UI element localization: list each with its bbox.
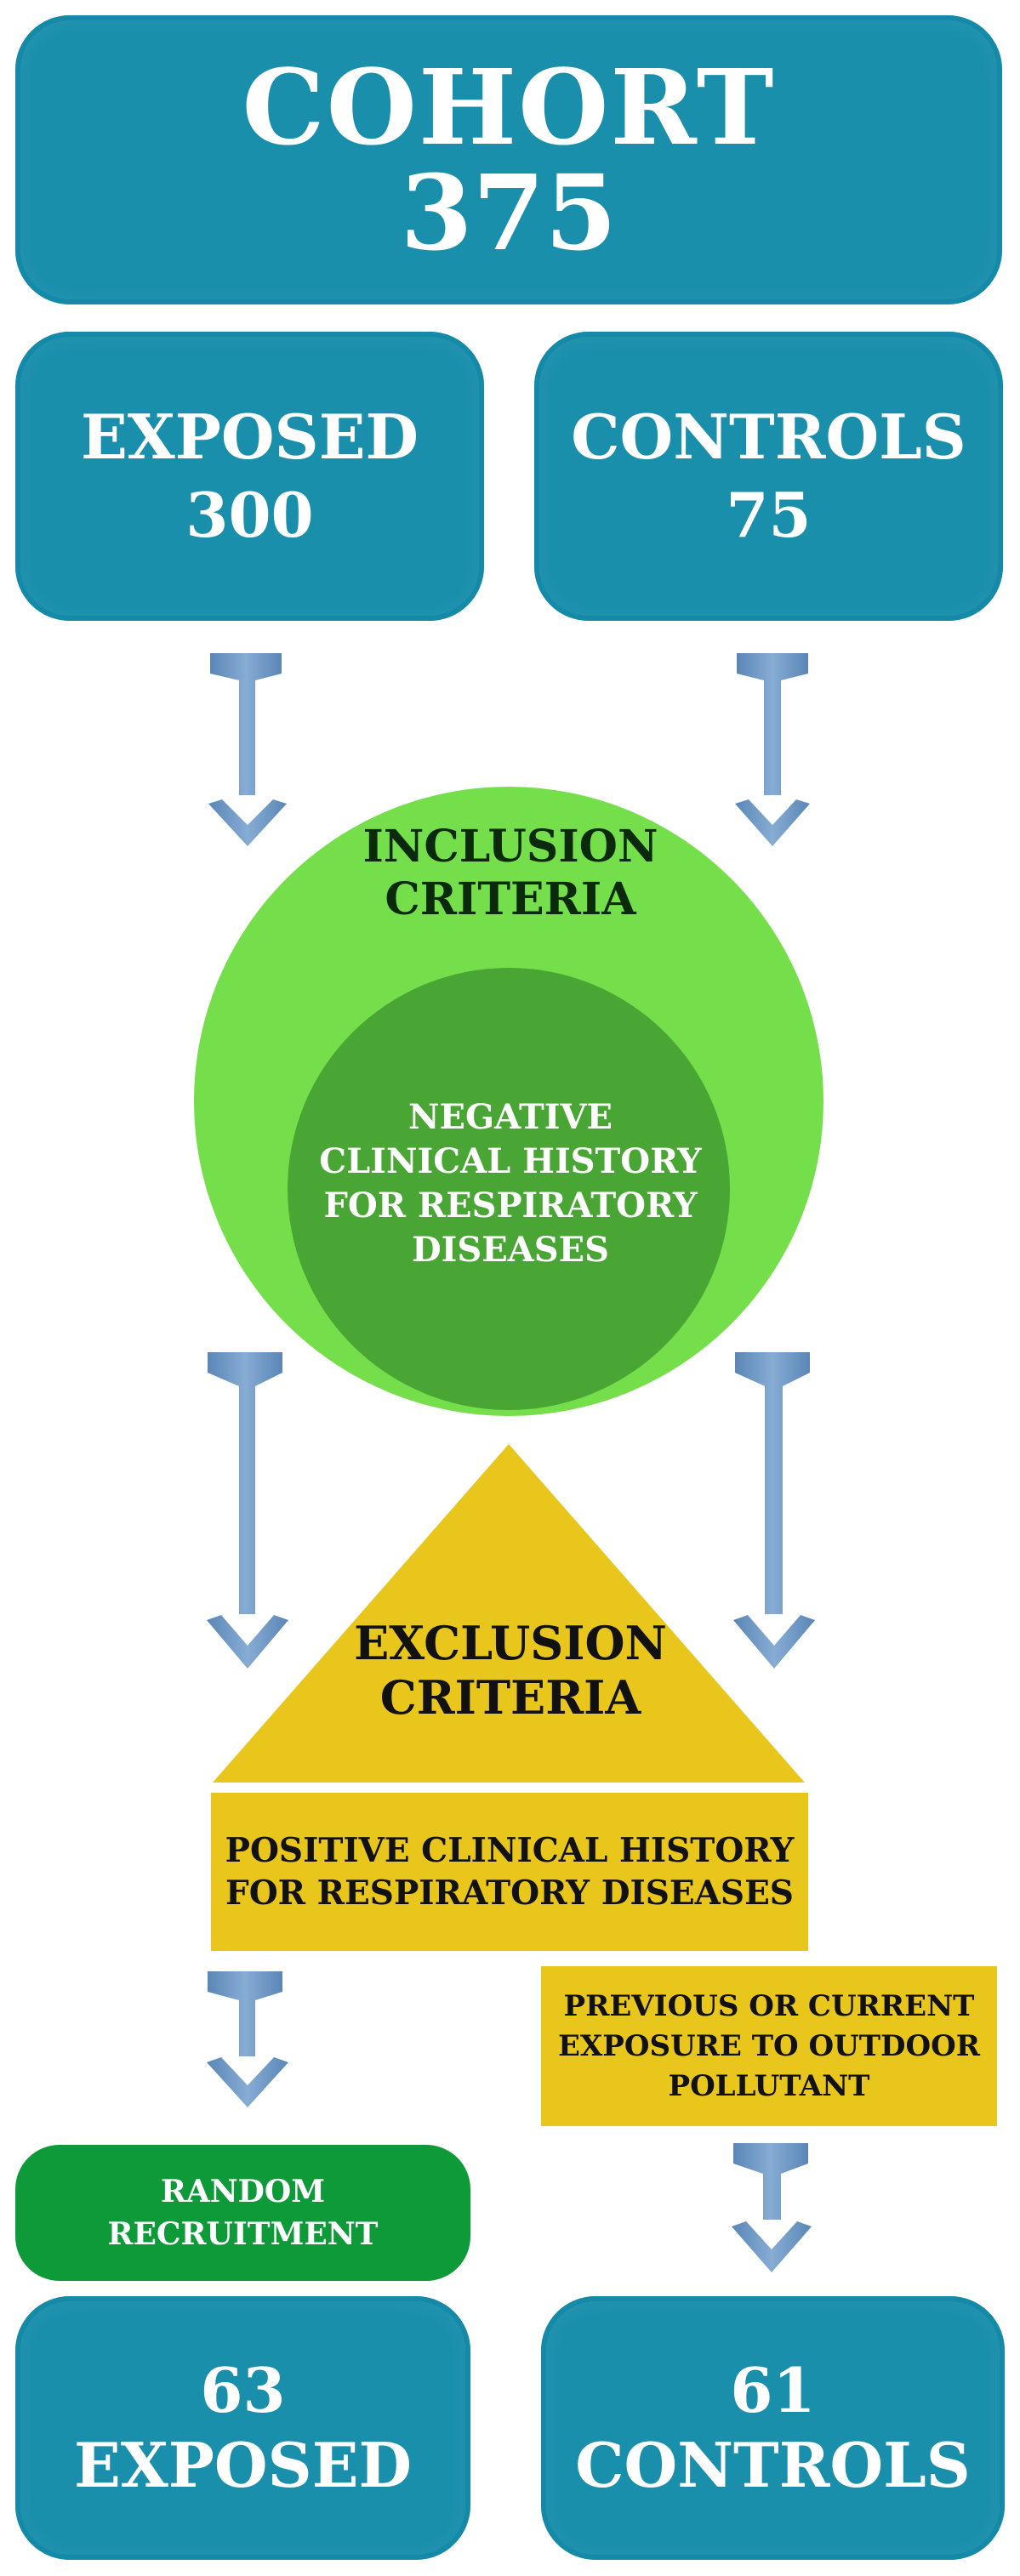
final-exposed-box: 63 EXPOSED	[15, 2296, 470, 2560]
positive-history-box: POSITIVE CLINICAL HISTORY FOR RESPIRATOR…	[211, 1793, 808, 1951]
criterion-line: FOR RESPIRATORY	[323, 1186, 698, 1225]
final-controls-count: 61	[730, 2354, 816, 2426]
arrow-exposed-to-exclusion	[207, 1352, 288, 1669]
negative-history-circle	[288, 968, 730, 1410]
cohort-count: 375	[400, 151, 618, 274]
inclusion-title-line-2: CRITERIA	[385, 873, 636, 925]
inclusion-criteria-title: INCLUSION CRITERIA	[298, 821, 723, 926]
arrow-controls-to-inclusion	[735, 653, 810, 846]
exclusion-title-line-2: CRITERIA	[379, 1670, 641, 1725]
exposed-count: 300	[185, 479, 314, 551]
criterion-line: CLINICAL HISTORY	[319, 1141, 702, 1181]
arrow-controls-to-outcome	[732, 2143, 812, 2272]
previous-line: PREVIOUS OR CURRENT	[563, 1988, 975, 2023]
controls-count: 75	[726, 479, 812, 551]
controls-label: CONTROLS	[571, 401, 966, 473]
final-exposed-count: 63	[200, 2354, 286, 2426]
final-controls-box: 61 CONTROLS	[541, 2296, 1005, 2560]
recruitment-line: RANDOM	[160, 2174, 326, 2209]
exposed-group-box: EXPOSED 300	[15, 332, 484, 621]
arrow-exposed-to-inclusion	[208, 653, 287, 846]
previous-line: POLLUTANT	[668, 2068, 870, 2103]
final-exposed-label: EXPOSED	[74, 2429, 412, 2501]
arrow-controls-to-exclusion	[733, 1352, 815, 1669]
final-controls-label: CONTROLS	[575, 2429, 971, 2501]
positive-line: FOR RESPIRATORY DISEASES	[225, 1874, 794, 1913]
exclusion-triangle	[213, 1444, 805, 1783]
positive-line: POSITIVE CLINICAL HISTORY	[225, 1831, 795, 1870]
previous-line: EXPOSURE TO OUTDOOR	[558, 2028, 980, 2063]
exclusion-criteria-title: EXCLUSION CRITERIA	[315, 1616, 706, 1725]
cohort-box: COHORT 375	[15, 15, 1002, 304]
negative-history-criterion: NEGATIVE CLINICAL HISTORY FOR RESPIRATOR…	[289, 1095, 732, 1272]
random-recruitment-box: RANDOM RECRUITMENT	[15, 2145, 470, 2281]
inclusion-title-line-1: INCLUSION	[362, 821, 658, 873]
recruitment-line: RECRUITMENT	[107, 2216, 379, 2252]
criterion-line: NEGATIVE	[407, 1097, 613, 1137]
controls-group-box: CONTROLS 75	[534, 332, 1003, 621]
criterion-line: DISEASES	[411, 1230, 610, 1270]
arrow-exposed-to-recruitment	[207, 1971, 288, 2107]
exposed-label: EXPOSED	[81, 401, 419, 473]
cohort-title: COHORT	[242, 46, 776, 168]
exclusion-title-line-1: EXCLUSION	[354, 1616, 667, 1670]
previous-exposure-box: PREVIOUS OR CURRENT EXPOSURE TO OUTDOOR …	[541, 1966, 997, 2126]
